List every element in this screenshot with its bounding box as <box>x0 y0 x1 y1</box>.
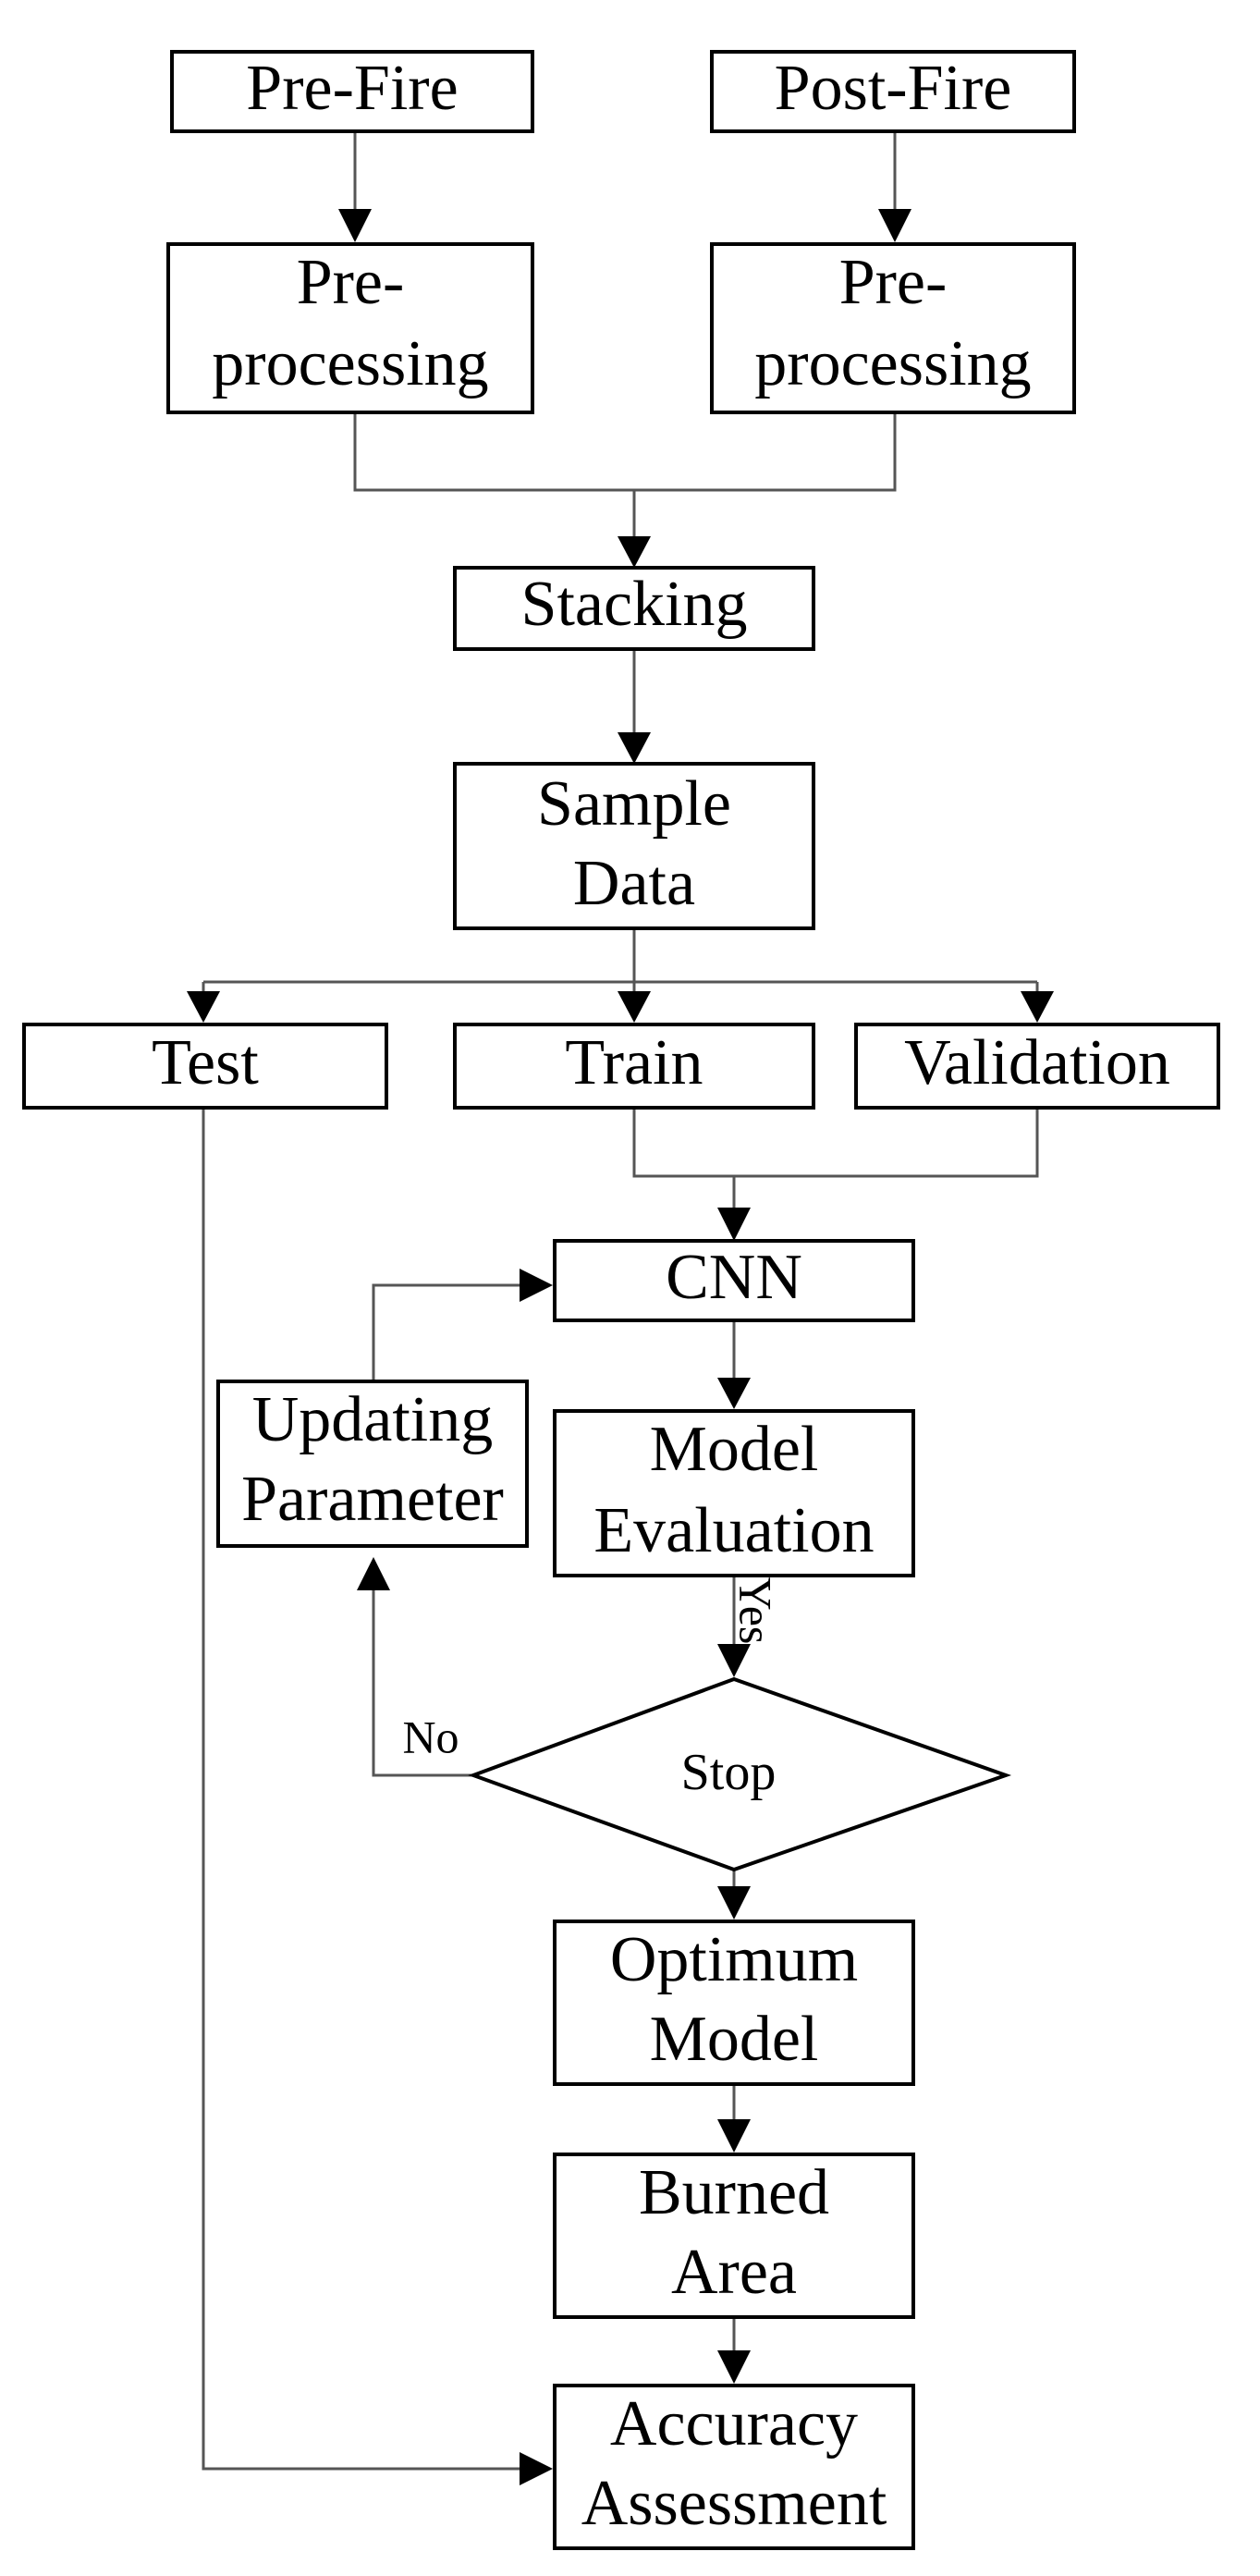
arrowhead-optimum-model <box>717 1886 751 1920</box>
node-sample-data-line1: Sample <box>537 768 731 840</box>
arrowhead-burned-area <box>717 2119 751 2153</box>
node-preprocessing-right-line2: processing <box>754 328 1031 399</box>
node-cnn: CNN <box>553 1239 915 1322</box>
edge-stop-to-updating <box>372 1590 473 1777</box>
arrowhead-preprocessing-left <box>338 209 372 242</box>
node-stacking: Stacking <box>453 566 815 651</box>
node-pre-fire: Pre-Fire <box>170 50 534 133</box>
node-updating-parameter-line1: Updating <box>252 1384 494 1455</box>
node-preprocessing-right-line1: Pre- <box>839 247 948 318</box>
arrowhead-validation <box>1021 991 1054 1023</box>
edge-label-yes: Yes <box>730 1577 782 1645</box>
node-sample-data: Sample Data <box>453 762 815 930</box>
node-test-label: Test <box>152 1027 259 1098</box>
arrowhead-sample-data <box>618 732 651 764</box>
node-burned-area-line2: Area <box>671 2237 797 2308</box>
arrowhead-stacking <box>618 536 651 568</box>
node-preprocessing-left-line2: processing <box>212 328 488 399</box>
node-optimum-model: Optimum Model <box>553 1920 915 2086</box>
node-optimum-model-line2: Model <box>650 2004 819 2075</box>
node-stop: Stop <box>468 1676 1012 1872</box>
arrowhead-preprocessing-right <box>878 209 911 242</box>
arrowhead-stop <box>717 1644 751 1677</box>
edge-preprocessing-merge <box>353 412 897 492</box>
node-post-fire: Post-Fire <box>710 50 1076 133</box>
node-model-evaluation: Model Evaluation <box>553 1409 915 1577</box>
node-sample-data-line2: Data <box>573 848 695 919</box>
arrowhead-test <box>187 991 220 1023</box>
node-test: Test <box>22 1023 388 1110</box>
node-post-fire-label: Post-Fire <box>775 53 1012 124</box>
node-validation: Validation <box>854 1023 1220 1110</box>
node-model-evaluation-line1: Model <box>650 1414 819 1485</box>
node-preprocessing-left: Pre- processing <box>166 242 534 414</box>
node-cnn-label: CNN <box>666 1242 802 1313</box>
node-train: Train <box>453 1023 815 1110</box>
edge-test-to-accuracy <box>202 1108 520 2471</box>
node-pre-fire-label: Pre-Fire <box>246 53 458 124</box>
edge-label-no: No <box>402 1711 459 1762</box>
arrowhead-updating-parameter <box>357 1557 390 1590</box>
node-accuracy-assessment: Accuracy Assessment <box>553 2384 915 2550</box>
node-accuracy-assessment-line2: Assessment <box>581 2468 887 2539</box>
node-updating-parameter: Updating Parameter <box>216 1380 529 1548</box>
arrowhead-accuracy-left <box>520 2452 553 2485</box>
node-burned-area: Burned Area <box>553 2153 915 2319</box>
node-optimum-model-line1: Optimum <box>610 1924 858 1995</box>
arrowhead-model-evaluation <box>717 1378 751 1409</box>
node-updating-parameter-line2: Parameter <box>241 1464 504 1535</box>
arrowhead-cnn-left <box>520 1269 553 1302</box>
node-preprocessing-right: Pre- processing <box>710 242 1076 414</box>
node-validation-label: Validation <box>904 1027 1170 1098</box>
arrowhead-train <box>618 991 651 1023</box>
node-train-label: Train <box>565 1027 703 1098</box>
node-model-evaluation-line2: Evaluation <box>593 1495 874 1566</box>
node-burned-area-line1: Burned <box>639 2157 829 2228</box>
edge-train-validation-merge <box>632 1108 1039 1178</box>
node-preprocessing-left-line1: Pre- <box>297 247 405 318</box>
node-stop-label: Stop <box>681 1744 777 1801</box>
arrowhead-cnn <box>717 1208 751 1241</box>
edge-sample-split <box>202 928 1039 991</box>
node-accuracy-assessment-line1: Accuracy <box>610 2388 858 2459</box>
arrowhead-accuracy-top <box>717 2350 751 2384</box>
node-stacking-label: Stacking <box>521 569 748 640</box>
edge-updating-to-cnn <box>372 1283 520 1381</box>
flowchart-edges <box>187 131 1054 2485</box>
